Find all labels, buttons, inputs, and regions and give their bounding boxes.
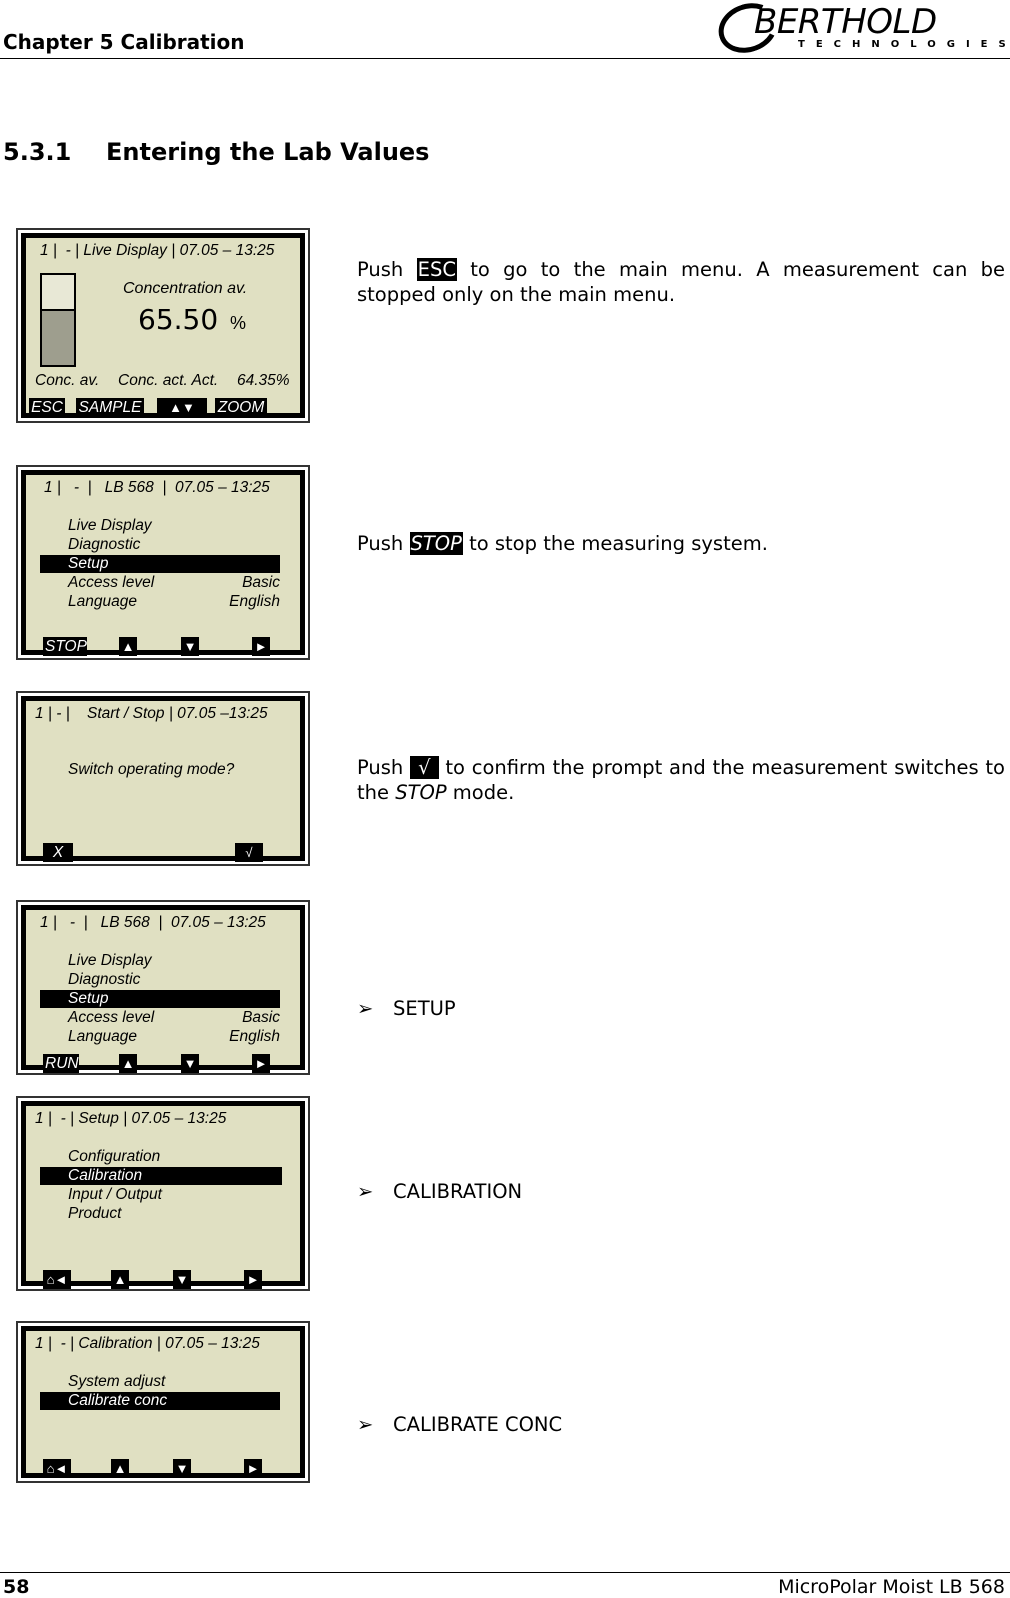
softkey-home-back[interactable]: ⌂◄ <box>43 1459 71 1478</box>
status-line: 1 | - | LB 568 | 07.05 – 13:25 <box>40 914 266 931</box>
menu-item-calibrate-conc-selected[interactable]: Calibrate conc <box>40 1392 280 1410</box>
step-1-instruction: Push ESC to go to the main menu. A measu… <box>357 258 1005 306</box>
softkey-up[interactable]: ▲ <box>111 1270 129 1289</box>
softkey-sample[interactable]: SAMPLE <box>76 398 144 417</box>
status-line: 1 | - | Setup | 07.05 – 13:25 <box>35 1110 227 1127</box>
softkey-right[interactable]: ► <box>252 1054 270 1073</box>
access-level-value: Basic <box>242 574 280 591</box>
softkey-esc[interactable]: ESC <box>29 398 65 417</box>
softkey-down[interactable]: ▼ <box>181 637 199 656</box>
softkey-down[interactable]: ▼ <box>173 1270 191 1289</box>
arrow-bullet-icon: ➢ <box>357 997 374 1020</box>
logo-wordmark: BERTHOLD <box>754 2 937 42</box>
lcd-main-menu-run: 1 | - | LB 568 | 07.05 – 13:25 Live Disp… <box>16 465 310 660</box>
softkey-down[interactable]: ▼ <box>181 1054 199 1073</box>
menu-item-live-display[interactable]: Live Display <box>68 517 152 534</box>
lcd-calibration-menu: 1 | - | Calibration | 07.05 – 13:25 Syst… <box>16 1321 310 1483</box>
language-value: English <box>229 593 280 610</box>
bullet-calibration: ➢CALIBRATION <box>357 1180 523 1203</box>
conc-act-label: Conc. act. Act. <box>118 372 219 389</box>
lcd-live-display: 1 | - | Live Display | 07.05 – 13:25 Con… <box>16 228 310 423</box>
product-name: MicroPolar Moist LB 568 <box>778 1576 1005 1598</box>
softkey-right[interactable]: ► <box>252 637 270 656</box>
key-stop-label: STOP <box>409 532 463 555</box>
menu-item-configuration[interactable]: Configuration <box>68 1148 161 1165</box>
lcd-setup-menu: 1 | - | Setup | 07.05 – 13:25 Configurat… <box>16 1096 310 1291</box>
page-footer: 58 MicroPolar Moist LB 568 <box>0 1572 1010 1598</box>
softkey-zoom[interactable]: ZOOM <box>215 398 267 417</box>
lcd-start-stop-prompt: 1 | - | Start / Stop | 07.05 –13:25 Swit… <box>16 691 310 866</box>
access-level-value: Basic <box>242 1009 280 1026</box>
status-line: 1 | - | Calibration | 07.05 – 13:25 <box>35 1335 260 1352</box>
softkey-up-down[interactable]: ▲▼ <box>157 398 207 417</box>
softkey-cancel[interactable]: X <box>43 843 73 862</box>
softkey-run[interactable]: RUN <box>43 1054 79 1073</box>
language-value: English <box>229 1028 280 1045</box>
menu-item-access-level[interactable]: Access level <box>68 1009 155 1026</box>
page-number: 58 <box>3 1576 30 1598</box>
bullet-setup: ➢SETUP <box>357 997 456 1020</box>
key-esc-label: ESC <box>416 258 457 281</box>
prompt-text: Switch operating mode? <box>68 761 235 778</box>
softkey-right[interactable]: ► <box>244 1459 262 1478</box>
menu-item-language[interactable]: Language <box>68 593 137 610</box>
menu-item-live-display[interactable]: Live Display <box>68 952 152 969</box>
menu-item-diagnostic[interactable]: Diagnostic <box>68 971 141 988</box>
conc-av-label: Conc. av. <box>35 372 100 389</box>
bar-graph-fill <box>40 309 76 367</box>
page-header: Chapter 5 Calibration BERTHOLD TECHNOLOG… <box>0 0 1010 61</box>
menu-item-access-level[interactable]: Access level <box>68 574 155 591</box>
menu-item-calibration-selected[interactable]: Calibration <box>40 1167 282 1185</box>
berthold-logo: BERTHOLD TECHNOLOGIES <box>711 0 1010 61</box>
softkey-up[interactable]: ▲ <box>119 637 137 656</box>
softkey-home-back[interactable]: ⌂◄ <box>43 1270 71 1289</box>
step-3-instruction: Push √ to confirm the prompt and the mea… <box>357 756 1005 804</box>
menu-item-system-adjust[interactable]: System adjust <box>68 1373 166 1390</box>
bar-graph-empty <box>40 273 76 311</box>
measurement-label: Concentration av. <box>123 280 248 297</box>
logo-subtitle: TECHNOLOGIES <box>798 39 1010 50</box>
chapter-title: Chapter 5 Calibration <box>3 30 245 54</box>
measurement-value: 65.50 <box>138 303 219 336</box>
status-line: 1 | - | Live Display | 07.05 – 13:25 <box>40 242 275 259</box>
status-line: 1 | - | LB 568 | 07.05 – 13:25 <box>44 479 270 496</box>
bullet-calibrate-conc: ➢CALIBRATE CONC <box>357 1413 563 1436</box>
softkey-right[interactable]: ► <box>244 1270 262 1289</box>
softkey-down[interactable]: ▼ <box>173 1459 191 1478</box>
section-heading: 5.3.1 Entering the Lab Values <box>3 138 429 166</box>
softkey-confirm[interactable]: √ <box>235 843 263 862</box>
menu-item-setup-selected[interactable]: Setup <box>40 990 280 1008</box>
menu-item-diagnostic[interactable]: Diagnostic <box>68 536 141 553</box>
key-confirm-label: √ <box>410 756 439 779</box>
step-2-instruction: Push STOP to stop the measuring system. <box>357 532 768 555</box>
menu-item-language[interactable]: Language <box>68 1028 137 1045</box>
status-line: 1 | - | Start / Stop | 07.05 –13:25 <box>35 705 268 722</box>
arrow-bullet-icon: ➢ <box>357 1180 374 1203</box>
lcd-main-menu-stop: 1 | - | LB 568 | 07.05 – 13:25 Live Disp… <box>16 900 310 1075</box>
menu-item-input-output[interactable]: Input / Output <box>68 1186 162 1203</box>
menu-item-setup-selected[interactable]: Setup <box>40 555 280 573</box>
measurement-unit: % <box>230 313 247 333</box>
section-number: 5.3.1 <box>3 138 72 166</box>
menu-item-product[interactable]: Product <box>68 1205 122 1222</box>
arrow-bullet-icon: ➢ <box>357 1413 374 1436</box>
softkey-up[interactable]: ▲ <box>111 1459 129 1478</box>
softkey-up[interactable]: ▲ <box>119 1054 137 1073</box>
softkey-stop[interactable]: STOP <box>43 637 87 656</box>
section-title: Entering the Lab Values <box>106 138 430 166</box>
conc-act-value: 64.35% <box>237 372 290 389</box>
